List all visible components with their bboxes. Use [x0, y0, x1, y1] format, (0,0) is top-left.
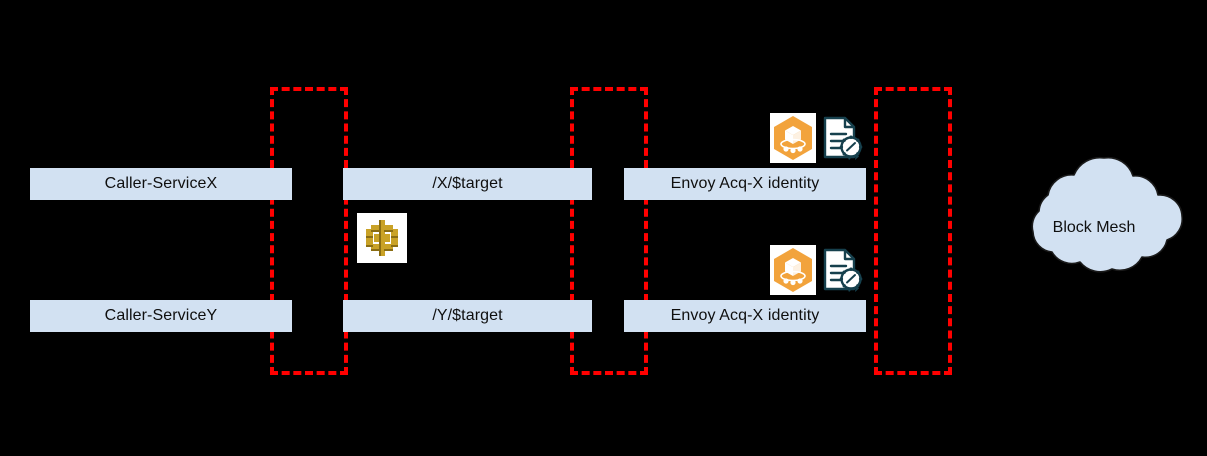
node-label: Caller-ServiceY: [104, 307, 218, 324]
certificate-document-icon-bottom: [818, 245, 864, 295]
node-route-x[interactable]: /X/$target: [343, 168, 592, 200]
node-route-y[interactable]: /Y/$target: [343, 300, 592, 332]
service-mesh-hexagon-icon-top: [770, 113, 816, 163]
certificate-document-icon-top: [818, 113, 864, 163]
node-envoy-bottom[interactable]: Envoy Acq-X identity: [624, 300, 866, 332]
block-mesh-cloud[interactable]: Block Mesh: [990, 155, 1198, 300]
dashed-boundary-right: [874, 87, 952, 375]
node-label: /X/$target: [432, 175, 503, 192]
node-label: /Y/$target: [432, 307, 503, 324]
node-caller-servicex[interactable]: Caller-ServiceX: [30, 168, 292, 200]
node-envoy-top[interactable]: Envoy Acq-X identity: [624, 168, 866, 200]
api-gateway-icon: [357, 213, 407, 263]
node-label: Envoy Acq-X identity: [670, 175, 820, 192]
dashed-boundary-middle: [570, 87, 648, 375]
dashed-boundary-left: [270, 87, 348, 375]
service-mesh-hexagon-icon-bottom: [770, 245, 816, 295]
node-caller-servicey[interactable]: Caller-ServiceY: [30, 300, 292, 332]
node-label: Envoy Acq-X identity: [670, 307, 820, 324]
node-label: Caller-ServiceX: [104, 175, 218, 192]
